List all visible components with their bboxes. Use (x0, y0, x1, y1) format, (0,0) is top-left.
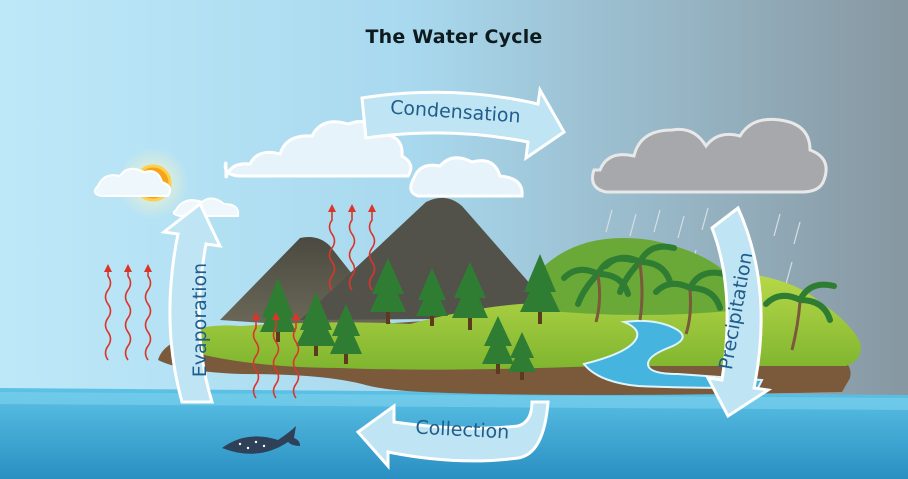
arrow-evaporation (160, 201, 223, 404)
page-title: The Water Cycle (365, 26, 543, 48)
palm-trunks (594, 263, 802, 351)
arrow-collection (355, 400, 550, 470)
mountain-right (300, 197, 560, 320)
heat-arrowheads (104, 204, 376, 320)
tree-icon (260, 254, 560, 380)
heat-wave-arrows (104, 210, 376, 399)
evaporation-label: Evaporation (189, 263, 211, 377)
collection-label: Collection (415, 417, 510, 444)
rain-cloud-icon (591, 117, 828, 194)
cloud-icon (93, 167, 240, 217)
sea-highlight (0, 392, 908, 410)
arrow-condensation (360, 85, 566, 162)
arrow-precipitation (705, 205, 773, 419)
whale-icon (222, 426, 300, 454)
river (582, 319, 764, 390)
palm-tree-icon (561, 243, 837, 323)
